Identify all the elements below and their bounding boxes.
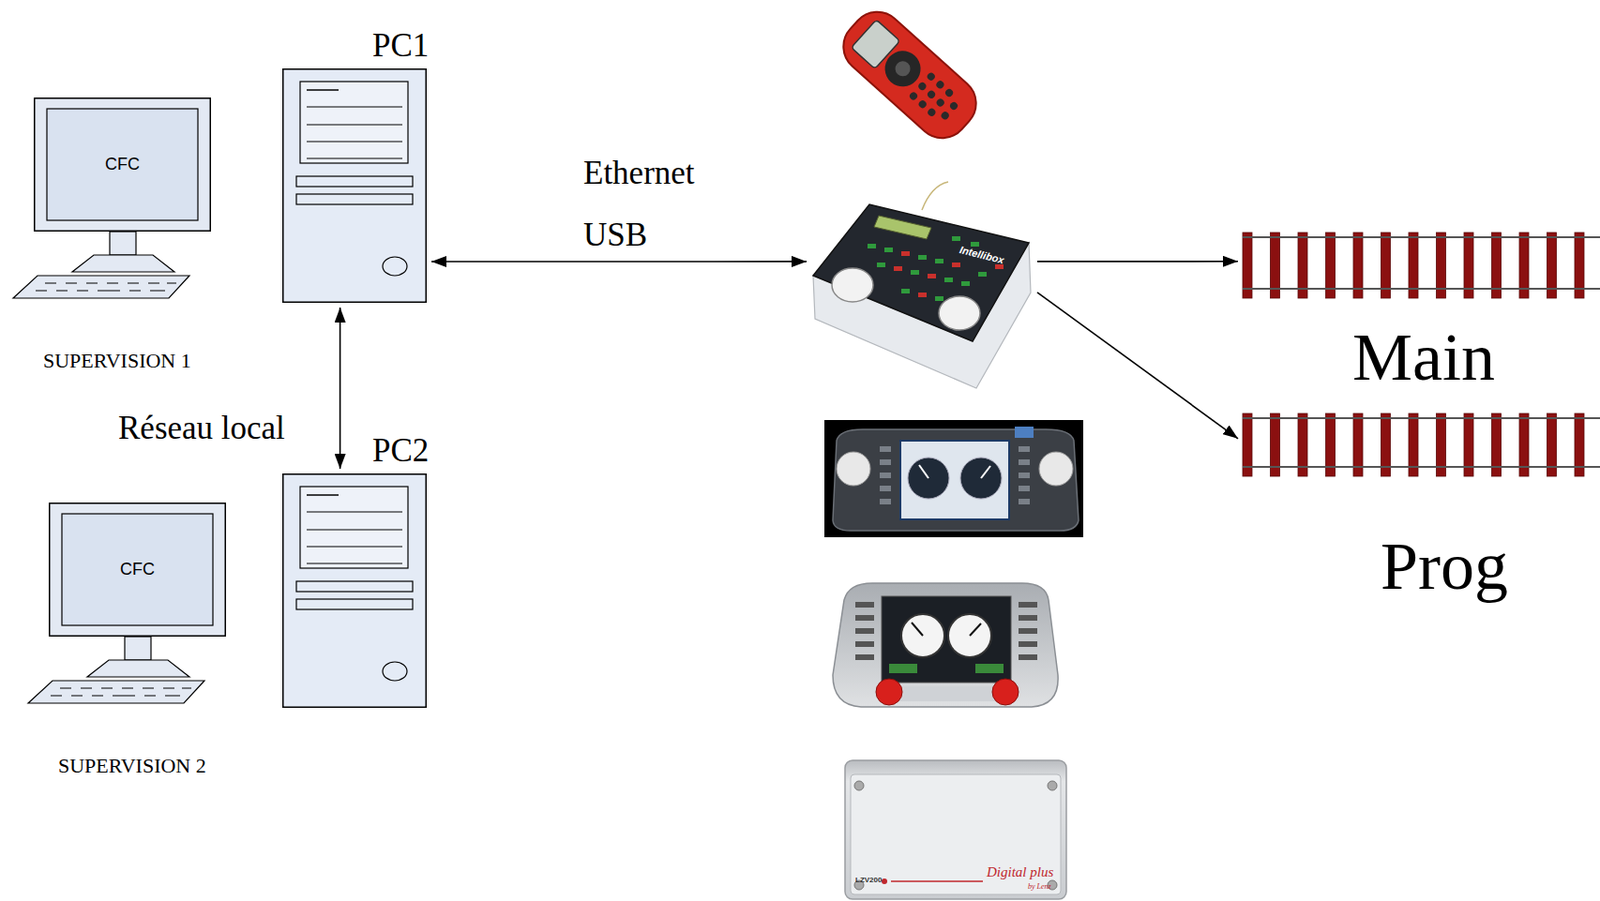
monitor-stand [28,636,205,704]
brand-sub-box: by Lenz [1027,882,1052,891]
track-label: Prog [1380,529,1509,604]
brand-name: Digital plus [986,864,1054,881]
pc-label: PC1 [372,27,429,65]
track-node: Prog [1242,413,1600,477]
pc-label: PC2 [372,432,429,470]
model-name-box: LZV200 [855,875,882,885]
brand-sub: by Lenz [1027,882,1052,891]
monitor-node: CFC [33,97,212,232]
track-rails [1242,413,1600,477]
pc-tower [282,473,427,709]
edge-label-box: Ethernet USB [583,142,695,267]
connector-arrow [1037,292,1238,439]
tower-node: PC1 [282,68,427,303]
connector-arrow [1037,260,1238,263]
brand-name-box: Digital plus [986,864,1054,881]
intellibox-station [811,198,1033,391]
command-station-cs [832,583,1058,708]
connector-arrow [339,307,342,469]
screen-label: CFC [105,154,140,175]
station-caption-box: SUPERVISION 2 [58,754,207,778]
station-node: Intellibox [811,198,1033,391]
station-caption-box: SUPERVISION 1 [43,348,192,373]
pc-label-box: PC1 [372,27,429,65]
monitor-node: CFC [48,502,227,637]
station-caption: SUPERVISION 1 [43,348,192,373]
track-node: Main [1242,232,1600,299]
handheld-throttle [832,0,987,150]
command-station-ecos [824,420,1084,538]
tower-node: PC2 [282,473,427,709]
pc-tower [282,68,427,303]
screen-text-box: CFC [46,108,198,221]
edge-label-box: Réseau local [118,409,286,448]
monitor-stand [13,231,190,299]
screen-text-box: CFC [61,513,213,626]
track-rails [1242,232,1600,299]
track-label-box: Main [1352,320,1495,395]
track-label: Main [1352,320,1495,395]
pc-label-box: PC2 [372,432,429,470]
connection-label: Ethernet USB [583,142,695,267]
model-name: LZV200 [855,875,882,885]
track-label-box: Prog [1380,529,1509,604]
connector-arrow [431,260,807,263]
lzv200-box [845,760,1067,900]
connection-label: Réseau local [118,409,286,448]
station-caption: SUPERVISION 2 [58,754,207,778]
screen-label: CFC [120,559,155,580]
